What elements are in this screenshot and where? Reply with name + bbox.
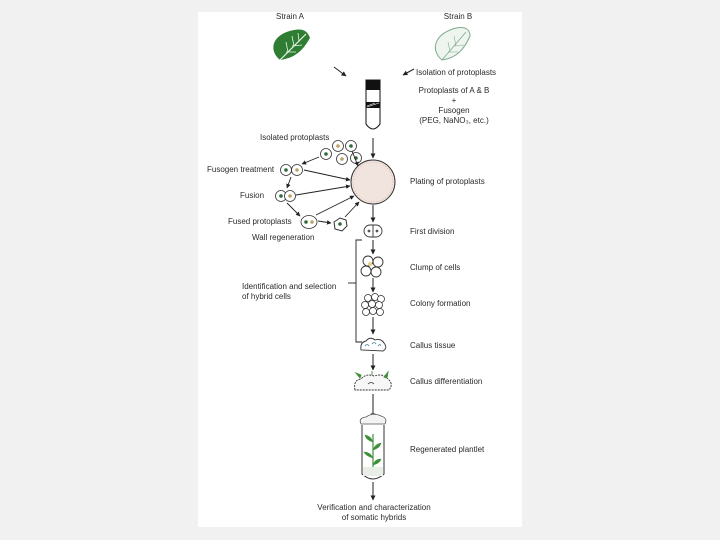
mix-line-3: Fusogen (438, 106, 470, 115)
callus-differentiation-icon (354, 370, 392, 391)
clump-label: Clump of cells (410, 263, 461, 272)
fused-protoplast-icon (300, 215, 318, 229)
mix-line-4: (PEG, NaNO₃, etc.) (419, 116, 489, 125)
plating-label: Plating of protoplasts (410, 177, 485, 186)
mix-line-2: + (451, 96, 457, 105)
first-division-icon (363, 224, 383, 238)
strain-a-leaf-icon (273, 29, 310, 61)
mix-line-1: Protoplasts of A & B (418, 86, 490, 95)
wall-regeneration-label: Wall regeneration (252, 233, 315, 242)
colony-label: Colony formation (410, 299, 471, 308)
plantlet-label: Regenerated plantlet (410, 445, 485, 454)
fused-protoplasts-label: Fused protoplasts (228, 217, 292, 226)
identification-line-2: of hybrid cells (242, 292, 291, 301)
centrifuge-tube-icon (365, 79, 381, 130)
fusogen-treatment-icon (280, 164, 303, 176)
identification-bracket (348, 239, 362, 343)
isolation-label: Isolation of protoplasts (416, 68, 497, 77)
wall-regeneration-icon (333, 217, 348, 232)
fusion-label: Fusion (240, 191, 265, 200)
strain-b-label: Strain B (443, 12, 473, 21)
first-division-label: First division (410, 227, 455, 236)
callus-differentiation-label: Callus differentiation (410, 377, 483, 386)
arrow-strain-a (333, 66, 347, 77)
isolated-protoplasts-icon (320, 140, 362, 165)
verification-line-1: Verification and characterization (317, 503, 431, 512)
identification-line-1: Identification and selection (242, 282, 337, 291)
strain-a-label: Strain A (275, 12, 305, 21)
plantlet-tube-icon (359, 413, 387, 480)
arrow-strain-b (402, 68, 415, 76)
colony-icon (361, 293, 385, 316)
strain-b-leaf-icon (434, 27, 471, 61)
fusogen-treatment-label: Fusogen treatment (207, 165, 275, 174)
petri-plate-icon (350, 159, 396, 205)
protoplast-cycle-arrows (286, 150, 360, 225)
fusion-icon (275, 190, 296, 202)
verification-line-2: of somatic hybrids (341, 513, 407, 522)
callus-label: Callus tissue (410, 341, 456, 350)
somatic-hybridization-diagram (273, 27, 471, 501)
diagram-sheet: Strain A Strain B Isolation of protoplas… (198, 12, 522, 527)
cell-clump-icon (360, 255, 384, 278)
callus-tissue-icon (360, 337, 387, 352)
isolated-protoplasts-label: Isolated protoplasts (260, 133, 330, 142)
